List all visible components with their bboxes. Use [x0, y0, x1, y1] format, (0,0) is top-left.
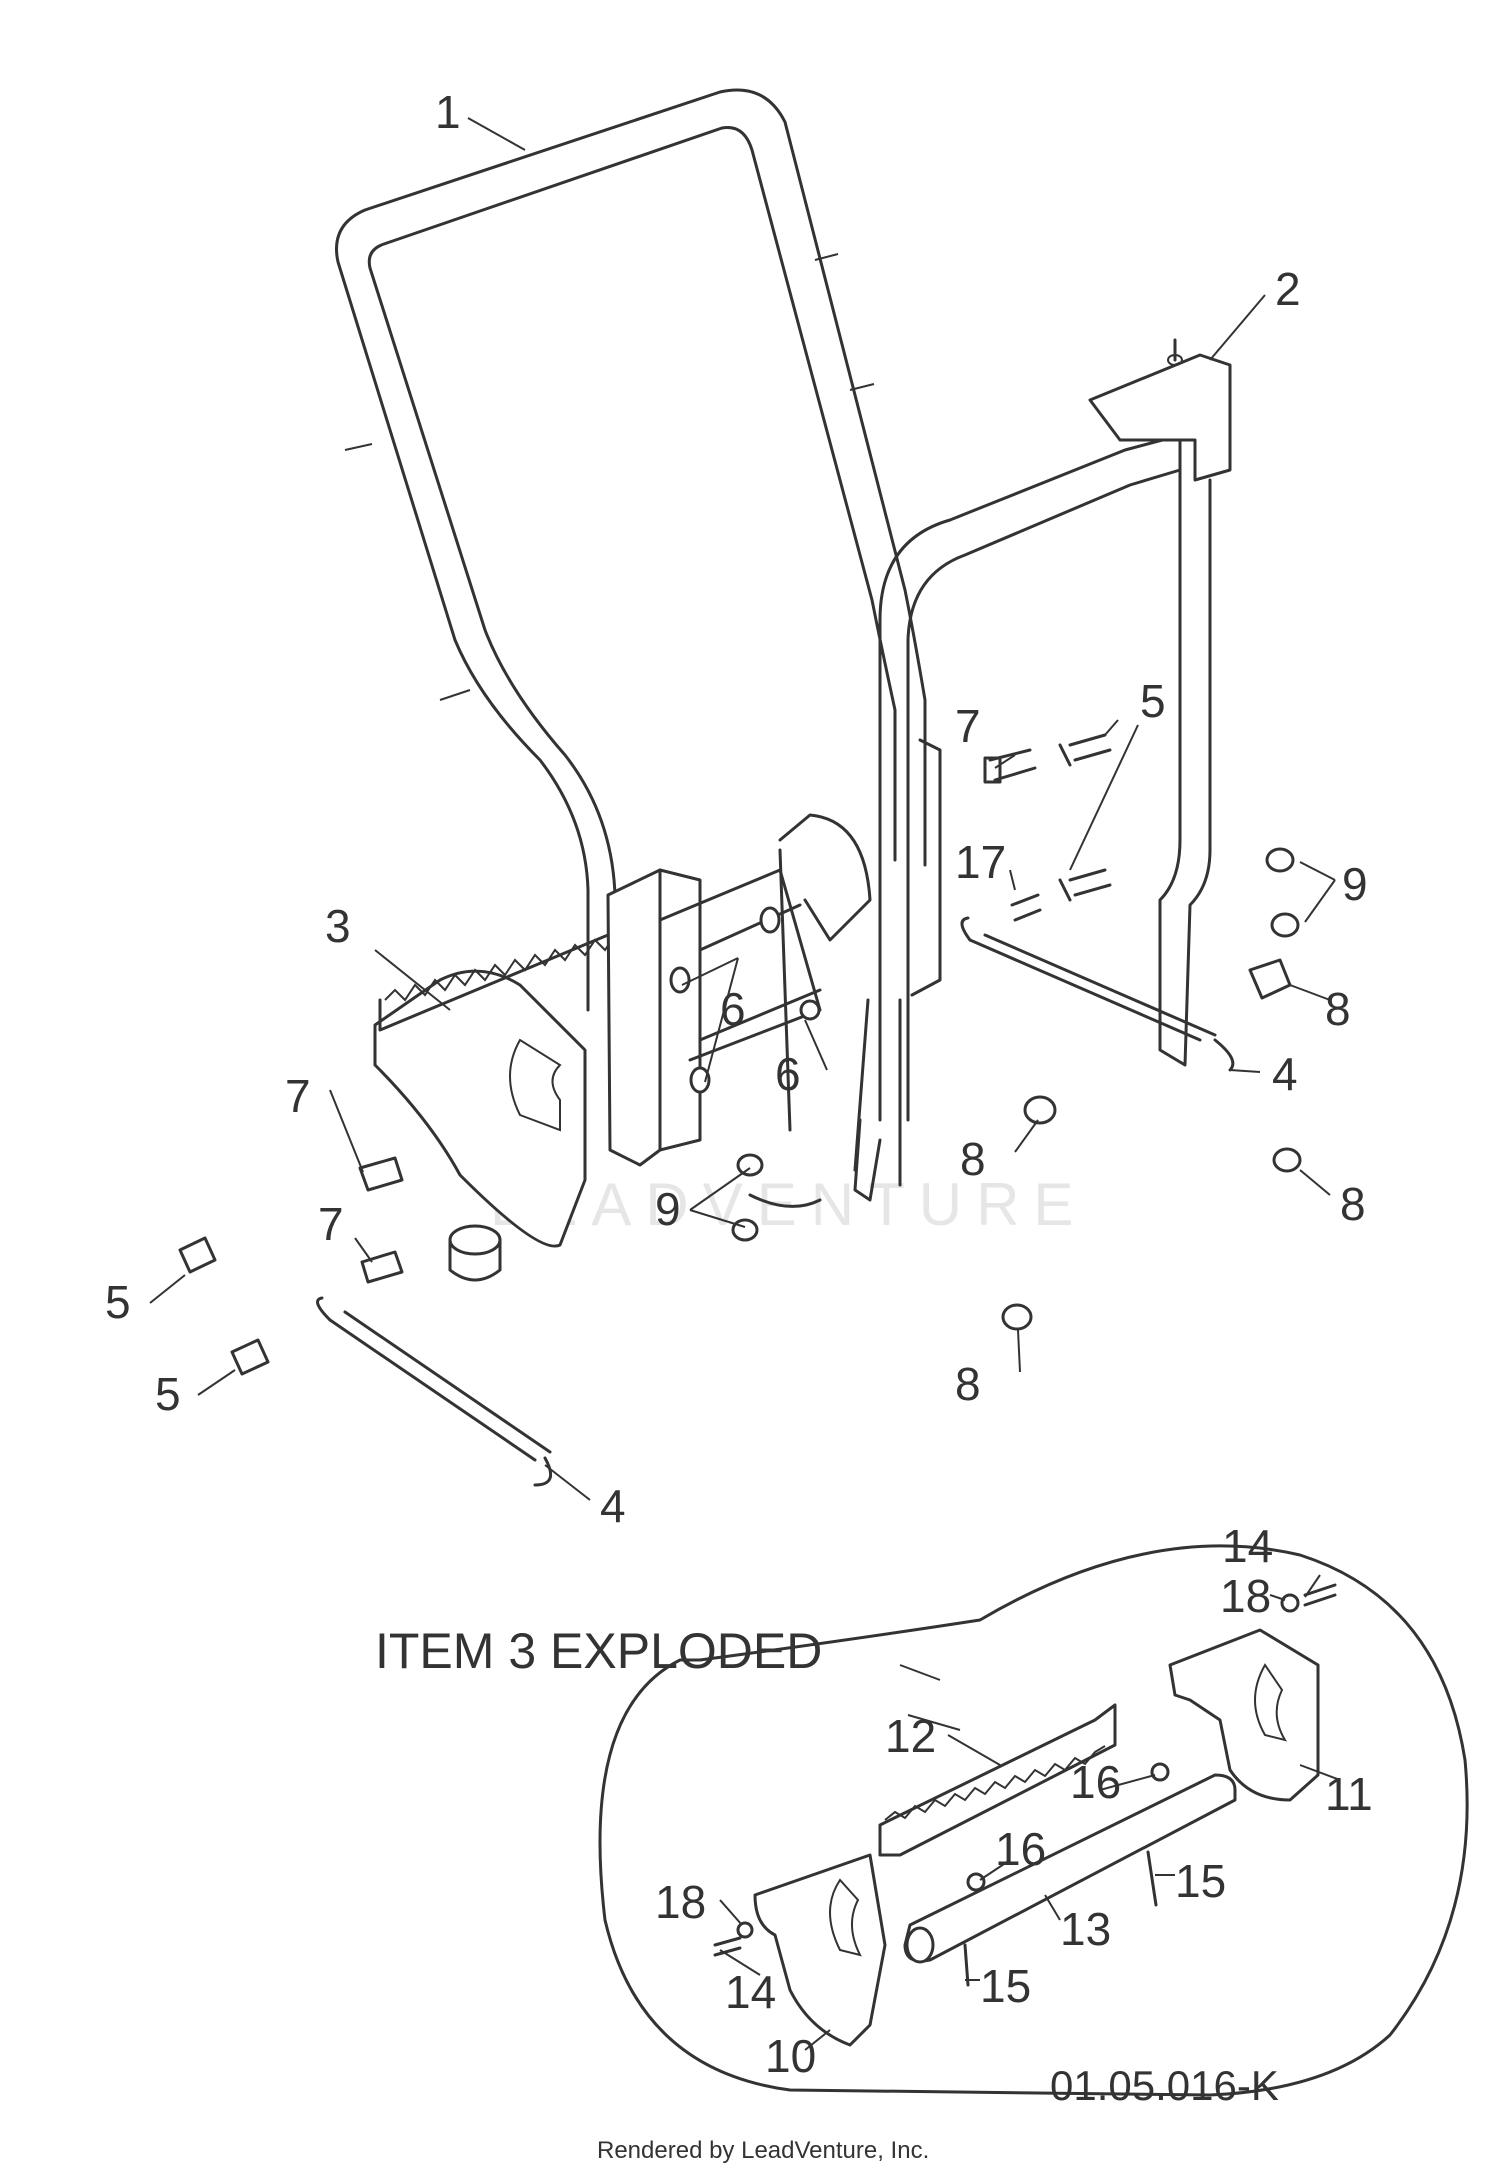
callout-4-right: 4: [1272, 1048, 1298, 1100]
callout-7-left: 7: [285, 1070, 311, 1122]
spring-right: [960, 916, 1235, 1072]
leader-lines: [149, 117, 1341, 2051]
exploded-view-title: ITEM 3 EXPLODED: [375, 1623, 822, 1679]
exploded-parts: [713, 1583, 1337, 2047]
callout-14-bottom: 14: [725, 1966, 776, 2018]
callout-1: 1: [435, 86, 461, 138]
callout-15-bottom: 15: [980, 1960, 1031, 2012]
callout-4-left: 4: [600, 1480, 626, 1532]
callout-9-right: 9: [1342, 858, 1368, 910]
callout-7-right: 7: [955, 700, 981, 752]
callout-7-mid: 7: [318, 1198, 344, 1250]
spring-left: [316, 1296, 553, 1487]
callout-8-bottom: 8: [955, 1358, 981, 1410]
callout-5-top: 5: [1140, 675, 1166, 727]
callout-11: 11: [1325, 1768, 1373, 1820]
callout-16-left: 16: [995, 1823, 1046, 1875]
handle-frame: [335, 88, 927, 1012]
pedal-assembly: [373, 813, 872, 1282]
callout-8-top: 8: [1325, 983, 1351, 1035]
diagram-code: 01.05.016-K: [1050, 2062, 1279, 2109]
callout-5-lower: 5: [155, 1368, 181, 1420]
fasteners: [178, 733, 1302, 1376]
callout-5-left: 5: [105, 1276, 131, 1328]
callout-6-upper: 6: [720, 983, 746, 1035]
callout-6-lower: 6: [775, 1048, 801, 1100]
callout-16-right: 16: [1070, 1756, 1121, 1808]
right-frame: [853, 338, 1232, 1202]
callout-8-mid: 8: [960, 1133, 986, 1185]
callout-9-mid: 9: [655, 1183, 681, 1235]
exploded-view-outline: [598, 1544, 1469, 2097]
callout-18-top: 18: [1220, 1570, 1271, 1622]
callout-13: 13: [1060, 1903, 1111, 1955]
callout-15-right: 15: [1175, 1855, 1226, 1907]
rendered-by-footer: Rendered by LeadVenture, Inc.: [597, 2137, 929, 2164]
callout-18-left: 18: [655, 1876, 706, 1928]
callout-3: 3: [325, 900, 351, 952]
callout-2: 2: [1275, 263, 1301, 315]
callout-14-top: 14: [1222, 1520, 1273, 1572]
callout-17: 17: [955, 836, 1006, 888]
callout-10: 10: [765, 2030, 816, 2082]
callout-12: 12: [885, 1710, 936, 1762]
callout-8-right: 8: [1340, 1178, 1366, 1230]
